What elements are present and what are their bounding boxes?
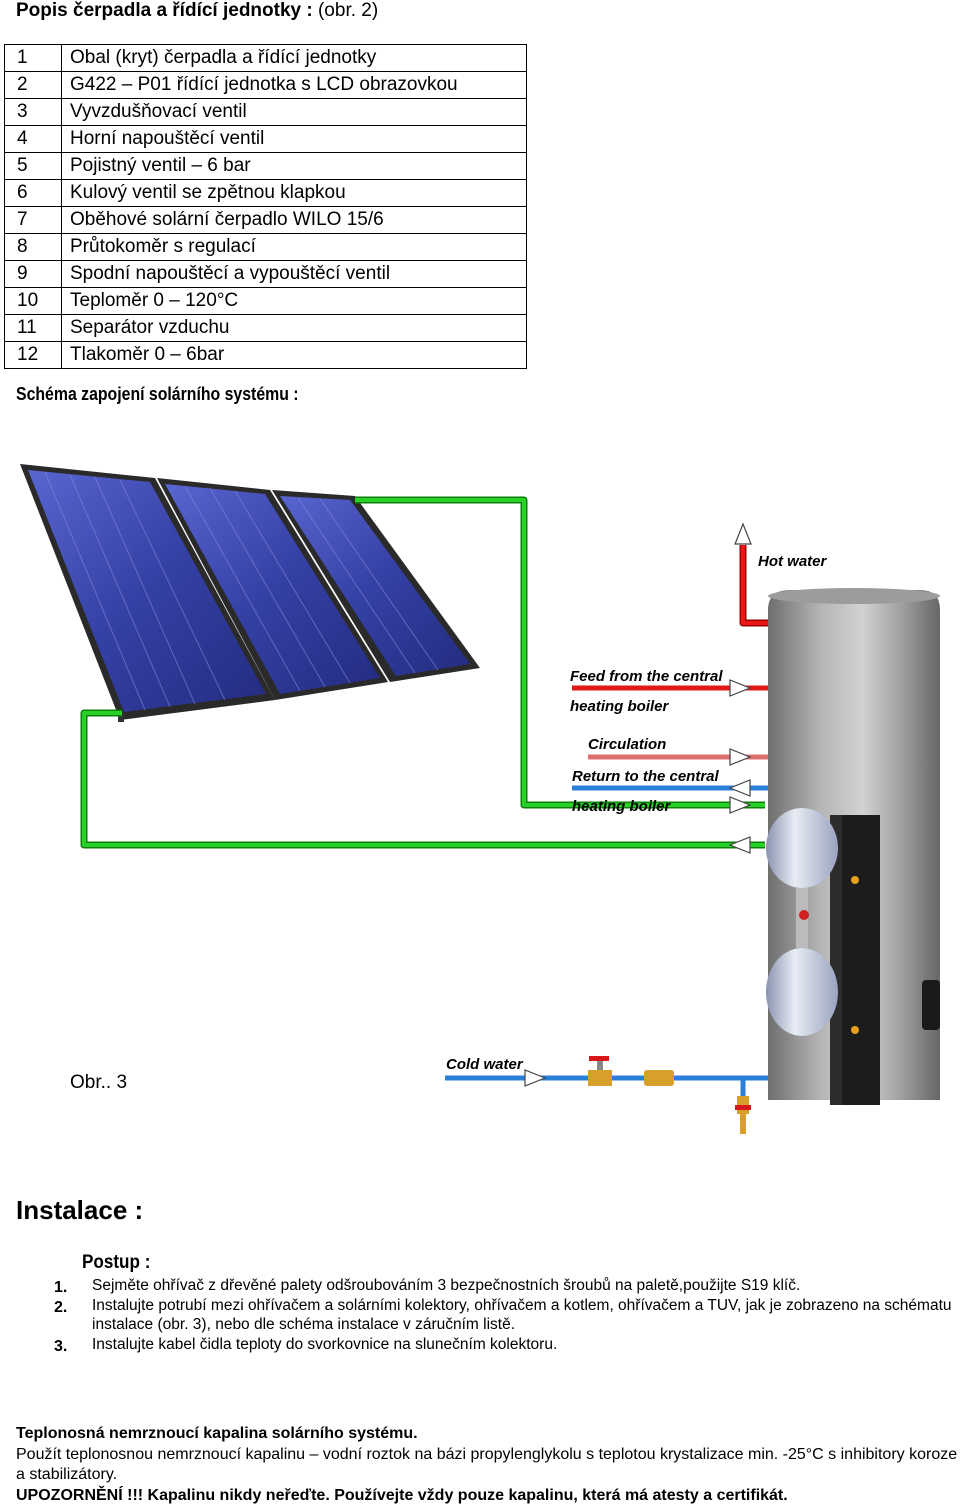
step-text: Instalujte kabel čidla teploty do svorko… bbox=[92, 1335, 558, 1353]
page-title: Popis čerpadla a řídící jednotky : (obr.… bbox=[16, 0, 378, 22]
step-text: Sejměte ohřívač z dřevěné palety odšroub… bbox=[92, 1277, 801, 1294]
cold-water-valves bbox=[588, 1056, 751, 1134]
feed-label-line2: heating boiler bbox=[570, 698, 670, 715]
part-description: Vyvzdušňovací ventil bbox=[61, 98, 527, 126]
storage-tank bbox=[766, 588, 940, 1105]
part-description: Kulový ventil se zpětnou klapkou bbox=[61, 179, 527, 207]
schema-heading: Schéma zapojení solárního systému : bbox=[16, 384, 299, 404]
solar-flow-arrow bbox=[729, 796, 752, 814]
fluid-section: Teplonosná nemrznoucí kapalina solárního… bbox=[16, 1424, 960, 1506]
fluid-text: Použít teplonosnou nemrznoucí kapalinu –… bbox=[16, 1445, 958, 1484]
feed-label-line1: Feed from the central bbox=[570, 668, 723, 685]
part-number: 5 bbox=[4, 152, 62, 180]
cold-water-label: Cold water bbox=[446, 1056, 524, 1073]
return-arrow bbox=[728, 779, 751, 797]
solar-system-diagram: Hot water Feed from the central heating … bbox=[20, 464, 940, 1134]
part-number: 8 bbox=[4, 233, 62, 261]
list-item: 3. Instalujte kabel čidla teploty do svor… bbox=[0, 1335, 960, 1355]
figure-label: Obr.. 3 bbox=[70, 1072, 127, 1093]
cold-water-arrow bbox=[524, 1069, 547, 1087]
part-number: 9 bbox=[4, 260, 62, 288]
part-description: Pojistný ventil – 6 bar bbox=[61, 152, 527, 180]
return-label-line1: Return to the central bbox=[572, 768, 720, 785]
list-item: 2. Instalujte potrubí mezi ohřívačem a so… bbox=[0, 1296, 960, 1335]
part-description: Tlakoměr 0 – 6bar bbox=[61, 341, 527, 369]
solar-return-arrow bbox=[728, 836, 751, 854]
part-number: 10 bbox=[4, 287, 62, 315]
part-description: Průtokoměr s regulací bbox=[61, 233, 527, 261]
part-description: Horní napouštěcí ventil bbox=[61, 125, 527, 153]
part-number: 11 bbox=[4, 314, 62, 342]
solar-collector bbox=[20, 464, 480, 722]
hot-water-arrow bbox=[734, 522, 752, 545]
part-description: Oběhové solární čerpadlo WILO 15/6 bbox=[61, 206, 527, 234]
step-number: 1. bbox=[54, 1279, 68, 1296]
part-number: 4 bbox=[4, 125, 62, 153]
part-description: Teploměr 0 – 120°C bbox=[61, 287, 527, 315]
hot-water-label: Hot water bbox=[758, 553, 828, 570]
part-number: 6 bbox=[4, 179, 62, 207]
title-figure-ref: (obr. 2) bbox=[317, 0, 379, 21]
step-number: 3. bbox=[54, 1337, 68, 1355]
part-description: Obal (kryt) čerpadla a řídící jednotky bbox=[61, 44, 527, 72]
return-label-line2: heating boiler bbox=[572, 798, 672, 815]
circulation-label: Circulation bbox=[588, 736, 666, 753]
fluid-heading: Teplonosná nemrznoucí kapalina solárního… bbox=[16, 1425, 418, 1442]
list-item: 1. Sejměte ohřívač z dřevěné palety odšro… bbox=[0, 1276, 960, 1296]
install-steps: 1. Sejměte ohřívač z dřevěné palety odšro… bbox=[0, 1276, 960, 1355]
install-heading: Instalace : bbox=[16, 1195, 144, 1225]
part-description: Separátor vzduchu bbox=[61, 314, 527, 342]
part-description: G422 – P01 řídící jednotka s LCD obrazov… bbox=[61, 71, 527, 99]
circulation-arrow bbox=[729, 748, 752, 766]
feed-arrow bbox=[729, 679, 752, 697]
part-number: 1 bbox=[4, 44, 62, 72]
part-description: Spodní napouštěcí a vypouštěcí ventil bbox=[61, 260, 527, 288]
part-number: 2 bbox=[4, 71, 62, 99]
part-number: 3 bbox=[4, 98, 62, 126]
part-number: 7 bbox=[4, 206, 62, 234]
procedure-heading: Postup : bbox=[82, 1252, 151, 1273]
warning-text: UPOZORNĚNÍ !!! Kapalinu nikdy neřeďte. P… bbox=[16, 1486, 788, 1504]
step-number: 2. bbox=[54, 1298, 68, 1316]
part-number: 12 bbox=[4, 341, 62, 369]
title-text: Popis čerpadla a řídící jednotky : bbox=[16, 0, 318, 21]
step-text: Instalujte potrubí mezi ohřívačem a solá… bbox=[92, 1296, 952, 1334]
